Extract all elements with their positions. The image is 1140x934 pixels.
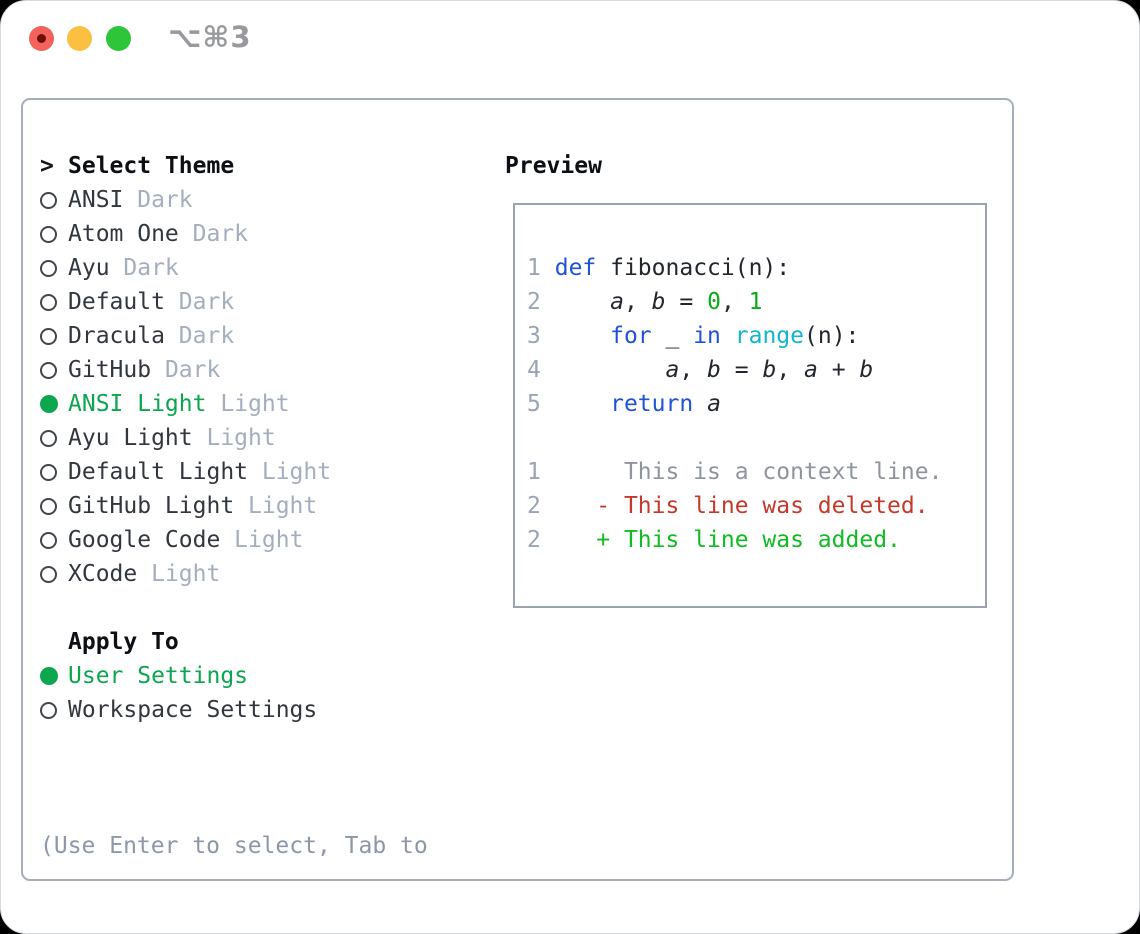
theme-option-ayu[interactable]: Ayu Dark: [40, 251, 428, 285]
option-label: ANSI Light: [68, 391, 207, 417]
preview-title: Preview: [505, 153, 602, 179]
code-line: 2 - This line was deleted.: [527, 493, 929, 519]
option-label: Ayu Light: [68, 425, 193, 451]
option-label: Default Light: [68, 459, 249, 485]
option-label: Atom One: [68, 221, 179, 247]
line-number: 2: [527, 289, 541, 315]
radio-unselected-icon[interactable]: [40, 531, 68, 549]
radio-unselected-icon[interactable]: [40, 463, 68, 481]
line-number: 5: [527, 391, 541, 417]
option-label: User Settings: [68, 663, 249, 689]
theme-option-ayu-light[interactable]: Ayu Light Light: [40, 421, 428, 455]
select-theme-title: Select Theme: [68, 153, 235, 179]
variant-label: Dark: [123, 187, 193, 213]
variant-label: Light: [220, 527, 304, 553]
option-label: XCode: [68, 561, 138, 587]
code-line: 5 return a: [527, 391, 721, 417]
code-line: 4 a, b = b, a + b: [527, 357, 874, 383]
radio-unselected-icon[interactable]: [40, 327, 68, 345]
keyboard-shortcut-label: ⌥⌘3: [168, 20, 252, 54]
option-label: ANSI: [68, 187, 124, 213]
apply-option-user-settings[interactable]: User Settings: [40, 659, 428, 693]
radio-unselected-icon[interactable]: [40, 191, 68, 209]
help-line-1: (Use Enter to select, Tab to: [40, 833, 428, 859]
code-line: [527, 217, 985, 251]
radio-unselected-icon[interactable]: [40, 497, 68, 515]
variant-label: Dark: [164, 323, 235, 349]
radio-unselected-icon[interactable]: [40, 361, 68, 379]
variant-label: Dark: [164, 289, 235, 315]
option-label: Workspace Settings: [68, 697, 318, 723]
option-label: GitHub Light: [68, 493, 235, 519]
help-text: (Use Enter to select, Tab to change focu…: [40, 761, 428, 933]
line-number: 3: [527, 323, 541, 349]
theme-option-github-light[interactable]: GitHub Light Light: [40, 489, 428, 523]
theme-option-default[interactable]: Default Dark: [40, 285, 428, 319]
theme-option-atom-one[interactable]: Atom One Dark: [40, 217, 428, 251]
line-number: 2: [527, 527, 541, 553]
minimize-button[interactable]: [67, 26, 92, 51]
radio-unselected-icon[interactable]: [40, 259, 68, 277]
option-label: GitHub: [68, 357, 152, 383]
code-line: 1 def fibonacci(n):: [527, 255, 791, 281]
theme-option-default-light[interactable]: Default Light Light: [40, 455, 428, 489]
variant-label: Light: [248, 459, 332, 485]
spacer-row: [40, 591, 428, 625]
apply-option-workspace-settings[interactable]: Workspace Settings: [40, 693, 428, 727]
code-line: 2 a, b = 0, 1: [527, 289, 763, 315]
theme-option-ansi-light[interactable]: ANSI Light Light: [40, 387, 428, 421]
variant-label: Dark: [178, 221, 249, 247]
theme-option-github[interactable]: GitHub Dark: [40, 353, 428, 387]
code-line: [527, 421, 985, 455]
code-preview: 1 def fibonacci(n): 2 a, b = 0, 1 3 for _ …: [515, 205, 985, 557]
line-number: 2: [527, 493, 541, 519]
radio-unselected-icon[interactable]: [40, 701, 68, 719]
theme-option-ansi[interactable]: ANSI Dark: [40, 183, 428, 217]
theme-option-google-code[interactable]: Google Code Light: [40, 523, 428, 557]
radio-unselected-icon[interactable]: [40, 429, 68, 447]
variant-label: Light: [192, 425, 276, 451]
option-label: Google Code: [68, 527, 221, 553]
code-line: 3 for _ in range(n):: [527, 323, 860, 349]
option-label: Dracula: [68, 323, 165, 349]
spacer-row: [40, 727, 428, 761]
apply-to-title: Apply To: [68, 629, 179, 655]
variant-label: Light: [137, 561, 221, 587]
preview-pane: 1 def fibonacci(n): 2 a, b = 0, 1 3 for _ …: [513, 203, 987, 608]
line-number: 1: [527, 255, 541, 281]
close-dot-icon: [37, 34, 46, 43]
line-number: 1: [527, 459, 541, 485]
code-line: 1 This is a context line.: [527, 459, 943, 485]
zoom-button[interactable]: [106, 26, 131, 51]
code-line: 2 + This line was added.: [527, 527, 901, 553]
variant-label: Dark: [151, 357, 221, 383]
radio-unselected-icon[interactable]: [40, 293, 68, 311]
variant-label: Light: [234, 493, 318, 519]
radio-unselected-icon[interactable]: [40, 225, 68, 243]
variant-label: Dark: [109, 255, 179, 281]
radio-unselected-icon[interactable]: [40, 565, 68, 583]
select-theme-heading: > Select Theme: [40, 149, 428, 183]
option-label: Ayu: [68, 255, 110, 281]
focus-prompt-icon: >: [40, 153, 54, 179]
radio-selected-icon[interactable]: [40, 395, 68, 413]
variant-label: Light: [206, 391, 290, 417]
line-number: 4: [527, 357, 541, 383]
theme-option-xcode[interactable]: XCode Light: [40, 557, 428, 591]
theme-option-dracula[interactable]: Dracula Dark: [40, 319, 428, 353]
option-label: Default: [68, 289, 165, 315]
close-button[interactable]: [29, 26, 54, 51]
apply-to-heading: Apply To: [40, 625, 428, 659]
radio-selected-icon[interactable]: [40, 667, 68, 685]
